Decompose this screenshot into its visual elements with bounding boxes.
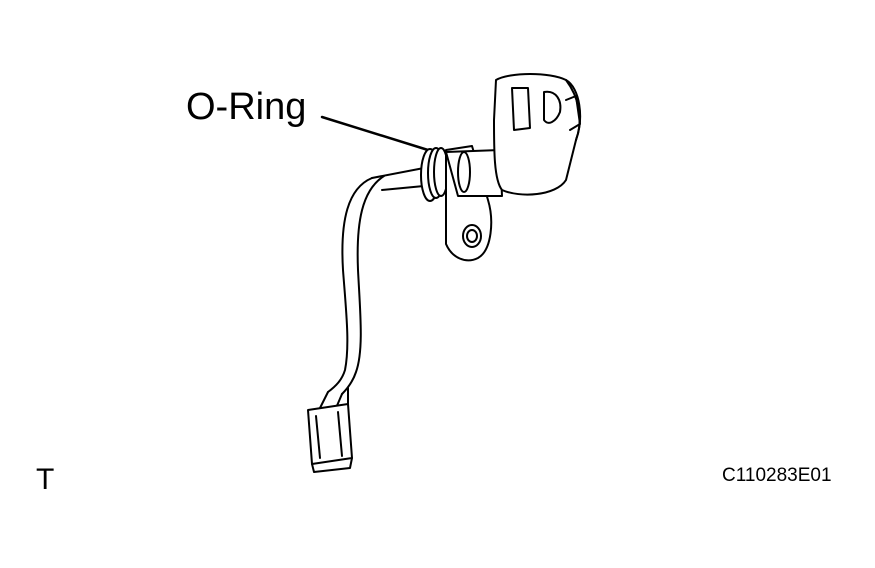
bracket-bolt-hole: [462, 224, 482, 248]
harness-connector: [307, 403, 353, 473]
socket-recess: [511, 87, 531, 131]
socket-latch: [543, 90, 562, 124]
sensor-head-body: [493, 73, 582, 196]
sensor-head: [493, 73, 582, 196]
wire-conductor-a: [371, 167, 425, 179]
wire-sheath-outer: [327, 177, 373, 393]
o-ring: [420, 147, 449, 202]
o-ring-callout-label: O-Ring: [186, 86, 307, 128]
figure-reference-code: C110283E01: [722, 465, 832, 486]
connector-ridge: [315, 415, 321, 459]
wire-split-a: [319, 391, 329, 409]
wire-conductor-b: [381, 185, 425, 191]
corner-marker-letter: T: [36, 463, 55, 496]
wire-harness: [319, 167, 425, 409]
wire-sheath-inner: [341, 175, 385, 395]
connector-body: [307, 403, 353, 465]
callout-leader-line: [320, 115, 430, 152]
head-shoulder: [565, 95, 581, 131]
connector-ridge-2: [337, 411, 343, 457]
connector-end: [311, 457, 353, 473]
